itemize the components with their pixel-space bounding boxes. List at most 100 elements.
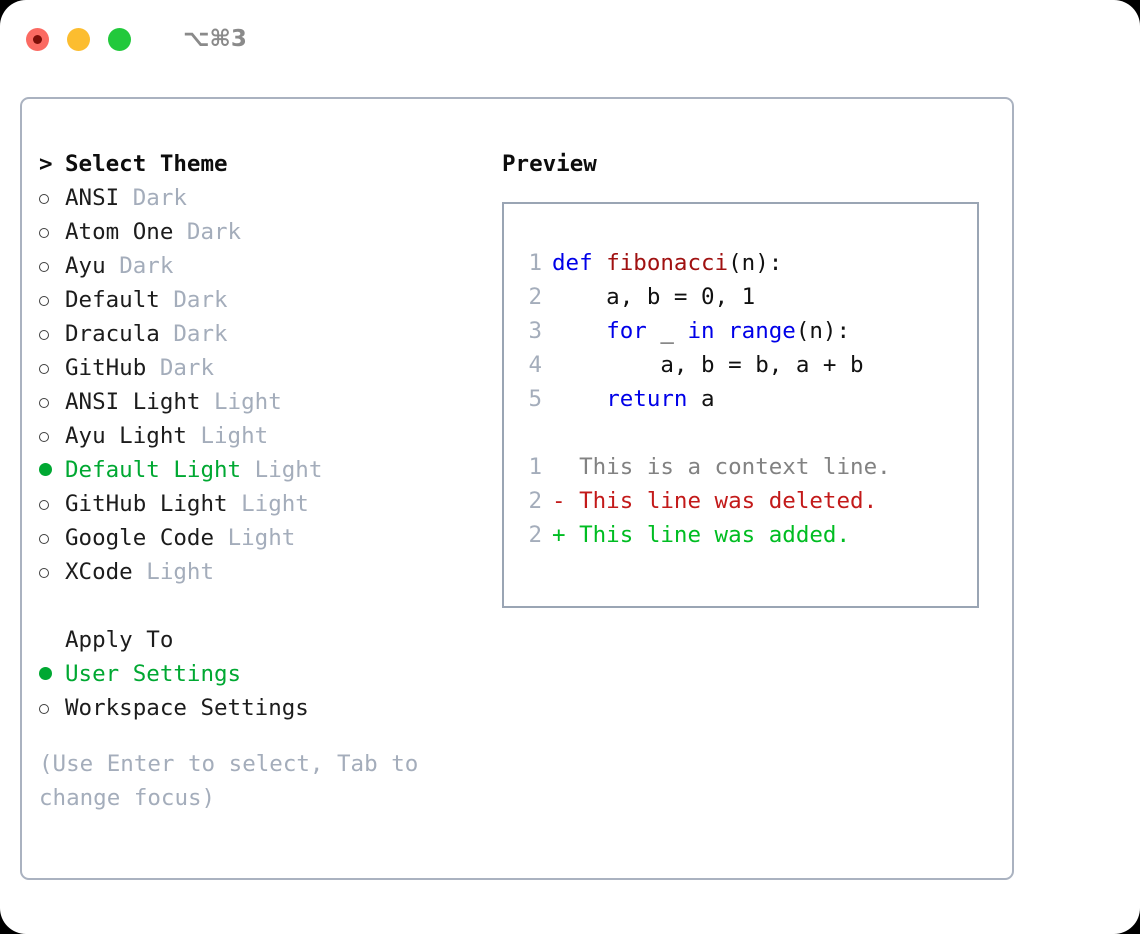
radio-unselected-icon[interactable] <box>39 351 65 385</box>
diff-text: This line was added. <box>579 522 851 548</box>
radio-unselected-icon[interactable] <box>39 555 65 589</box>
theme-list-item[interactable]: Google Code Light <box>39 521 489 555</box>
diff-marker <box>552 454 579 480</box>
code-line: 3 for _ in range(n): <box>516 314 977 348</box>
theme-name: Default Light <box>65 457 242 483</box>
code-token: a <box>701 386 715 412</box>
theme-name: XCode <box>65 559 133 585</box>
keyboard-hint: (Use Enter to select, Tab to change focu… <box>39 751 432 811</box>
radio-dot-icon <box>39 296 49 306</box>
code-token: a, b = b, a + b <box>552 352 864 378</box>
caret-icon: > <box>39 151 67 177</box>
window-title: ⌥⌘3 <box>183 26 247 52</box>
apply-to-option[interactable]: Workspace Settings <box>39 691 489 725</box>
radio-selected-icon[interactable] <box>39 453 65 487</box>
radio-unselected-icon[interactable] <box>39 283 65 317</box>
theme-list-item[interactable]: Default Dark <box>39 283 489 317</box>
theme-list-item[interactable]: Atom One Dark <box>39 215 489 249</box>
radio-unselected-icon[interactable] <box>39 215 65 249</box>
diff-line: 1 This is a context line. <box>516 450 977 484</box>
radio-unselected-icon[interactable] <box>39 181 65 215</box>
code-token: a, b = 0, 1 <box>552 284 756 310</box>
radio-dot-icon <box>39 534 49 544</box>
code-token: for <box>606 318 661 344</box>
list-spacer <box>39 589 489 623</box>
code-line: 5 return a <box>516 382 977 416</box>
radio-dot-icon <box>39 364 49 374</box>
diff-sample: 1 This is a context line.2- This line wa… <box>516 450 977 552</box>
close-button-icon[interactable] <box>26 27 49 51</box>
diff-line-number: 2 <box>528 522 542 548</box>
theme-list-item[interactable]: ANSI Light Light <box>39 385 489 419</box>
theme-variant: Dark <box>173 321 228 347</box>
diff-marker: - <box>552 488 580 514</box>
theme-list-item[interactable]: Ayu Light Light <box>39 419 489 453</box>
radio-dot-icon <box>39 568 49 578</box>
apply-to-option[interactable]: User Settings <box>39 657 489 691</box>
code-token <box>552 386 606 412</box>
theme-list-item[interactable]: Dracula Dark <box>39 317 489 351</box>
radio-dot-icon <box>39 667 52 680</box>
radio-unselected-icon[interactable] <box>39 521 65 555</box>
radio-unselected-icon[interactable] <box>39 487 65 521</box>
maximize-button-icon[interactable] <box>108 27 131 51</box>
select-theme-header-label: Select Theme <box>65 151 228 177</box>
theme-name: ANSI Light <box>65 389 201 415</box>
diff-marker: + <box>552 522 580 548</box>
code-token: def <box>552 250 607 276</box>
theme-list-item[interactable]: GitHub Dark <box>39 351 489 385</box>
radio-dot-icon <box>39 398 49 408</box>
diff-text: This is a context line. <box>579 454 891 480</box>
theme-variant: Light <box>200 423 269 449</box>
apply-to-option-label: Workspace Settings <box>65 695 309 721</box>
radio-dot-icon <box>39 330 49 340</box>
theme-list-item[interactable]: ANSI Dark <box>39 181 489 215</box>
diff-text: This line was deleted. <box>579 488 878 514</box>
code-token: range <box>728 318 796 344</box>
theme-variant: Light <box>241 491 309 517</box>
theme-list-item[interactable]: Default Light Light <box>39 453 489 487</box>
theme-variant: Dark <box>159 355 215 381</box>
radio-unselected-icon[interactable] <box>39 385 65 419</box>
radio-dot-icon <box>39 500 49 510</box>
theme-variant: Light <box>146 559 215 585</box>
theme-variant: Dark <box>119 253 174 279</box>
code-line: 4 a, b = b, a + b <box>516 348 977 382</box>
radio-selected-icon[interactable] <box>39 657 65 691</box>
theme-name: Default <box>65 287 160 313</box>
code-line: 2 a, b = 0, 1 <box>516 280 977 314</box>
theme-list-item[interactable]: XCode Light <box>39 555 489 589</box>
theme-variant: Dark <box>186 219 242 245</box>
code-token: _ <box>660 318 688 344</box>
theme-list-item[interactable]: GitHub Light Light <box>39 487 489 521</box>
radio-unselected-icon[interactable] <box>39 419 65 453</box>
apply-to-label: Apply To <box>65 627 174 653</box>
code-token: return <box>606 386 702 412</box>
code-token: fibonacci <box>606 250 729 276</box>
radio-unselected-icon[interactable] <box>39 691 65 725</box>
diff-line: 2- This line was deleted. <box>516 484 977 518</box>
minimize-button-icon[interactable] <box>67 27 90 51</box>
radio-unselected-icon[interactable] <box>39 249 65 283</box>
radio-dot-icon <box>39 432 49 442</box>
preview-gap <box>516 416 977 450</box>
code-line-number: 2 <box>528 284 542 310</box>
theme-name: Ayu Light <box>65 423 187 449</box>
theme-variant: Dark <box>132 185 187 211</box>
diff-line-number: 2 <box>528 488 542 514</box>
theme-variant: Dark <box>173 287 228 313</box>
theme-name: GitHub <box>65 355 147 381</box>
apply-to-option-label: User Settings <box>65 661 242 687</box>
theme-list-item[interactable]: Ayu Dark <box>39 249 489 283</box>
theme-variant: Light <box>254 457 323 483</box>
radio-unselected-icon[interactable] <box>39 317 65 351</box>
theme-variant: Light <box>227 525 296 551</box>
code-token: (n): <box>728 250 783 276</box>
theme-name: Ayu <box>65 253 106 279</box>
code-token: (n): <box>795 318 851 344</box>
